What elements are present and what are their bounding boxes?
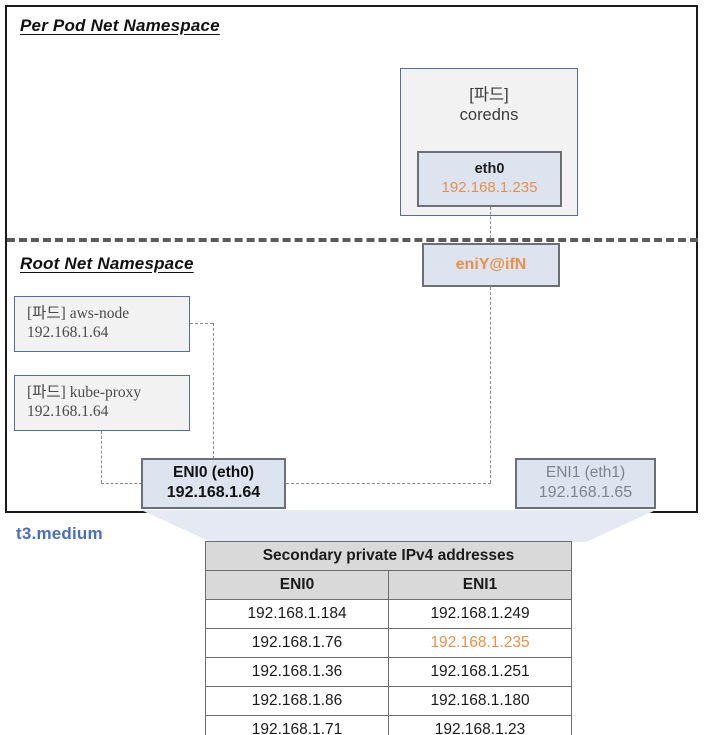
connector-aws-node-horizontal [190,323,213,324]
host-eni0-title: ENI0 (eth0) [173,464,254,482]
connector-eth0-to-veth [490,207,491,243]
pod-coredns-eth0-ip: 192.168.1.235 [441,179,538,197]
host-eni1-ip: 192.168.1.65 [538,484,633,502]
host-veth-eniY-label: eniY@ifN [455,256,527,274]
pod-kube-proxy-ip: 192.168.1.64 [27,403,109,420]
table-cell: 192.168.1.36 [205,657,389,687]
table-cell: 192.168.1.76 [205,628,389,658]
connector-veth-to-eni0 [286,483,491,484]
table-header-row: ENI0 ENI1 [205,570,572,600]
connector-kube-proxy-vertical [101,431,102,483]
table-title-row: Secondary private IPv4 addresses [205,541,572,571]
table-cell-highlighted: 192.168.1.235 [388,628,572,658]
pod-aws-node: [파드] aws-node 192.168.1.64 [14,296,190,352]
host-eni0-ip: 192.168.1.64 [166,484,261,502]
host-eni1: ENI1 (eth1) 192.168.1.65 [515,458,656,509]
pod-coredns-eth0-name: eth0 [474,160,505,177]
root-namespace-label: Root Net Namespace [20,254,194,273]
eni-to-table-funnel [141,510,656,542]
pod-coredns-eth0: eth0 192.168.1.235 [417,151,562,207]
table-cell: 192.168.1.23 [388,715,572,735]
pod-coredns-name: coredns [459,106,519,125]
pod-kube-proxy: [파드] kube-proxy 192.168.1.64 [14,375,190,431]
pod-kube-proxy-title: [파드] kube-proxy [27,384,142,402]
pod-aws-node-ip: 192.168.1.64 [27,324,109,341]
secondary-ip-table: Secondary private IPv4 addresses ENI0 EN… [205,541,572,735]
table-col-header-eni0: ENI0 [205,570,389,600]
table-cell: 192.168.1.86 [205,686,389,716]
table-row: 192.168.1.86 192.168.1.180 [205,686,572,716]
secondary-ip-table-body: 192.168.1.184 192.168.1.249 192.168.1.76… [205,599,572,735]
table-row: 192.168.1.76 192.168.1.235 [205,628,572,658]
table-cell: 192.168.1.249 [388,599,572,629]
instance-type-label: t3.medium [16,524,103,543]
connector-kube-proxy-to-eni0 [101,483,142,484]
connector-veth-vertical [490,287,491,483]
table-cell: 192.168.1.180 [388,686,572,716]
namespace-divider [7,238,698,242]
host-eni1-title: ENI1 (eth1) [545,464,626,482]
secondary-ip-table-head: Secondary private IPv4 addresses ENI0 EN… [205,541,572,600]
secondary-ip-table-title: Secondary private IPv4 addresses [205,541,572,571]
host-veth-eniY: eniY@ifN [422,243,560,287]
pod-aws-node-title: [파드] aws-node [27,305,130,323]
table-row: 192.168.1.184 192.168.1.249 [205,599,572,629]
per-pod-namespace-label: Per Pod Net Namespace [20,16,220,35]
connector-aws-node-vertical [213,323,214,459]
table-cell: 192.168.1.251 [388,657,572,687]
table-row: 192.168.1.71 192.168.1.23 [205,715,572,735]
host-eni0: ENI0 (eth0) 192.168.1.64 [141,458,286,509]
table-col-header-eni1: ENI1 [388,570,572,600]
table-cell: 192.168.1.71 [205,715,389,735]
table-cell: 192.168.1.184 [205,599,389,629]
table-row: 192.168.1.36 192.168.1.251 [205,657,572,687]
pod-coredns-tag: [파드] [469,86,509,104]
